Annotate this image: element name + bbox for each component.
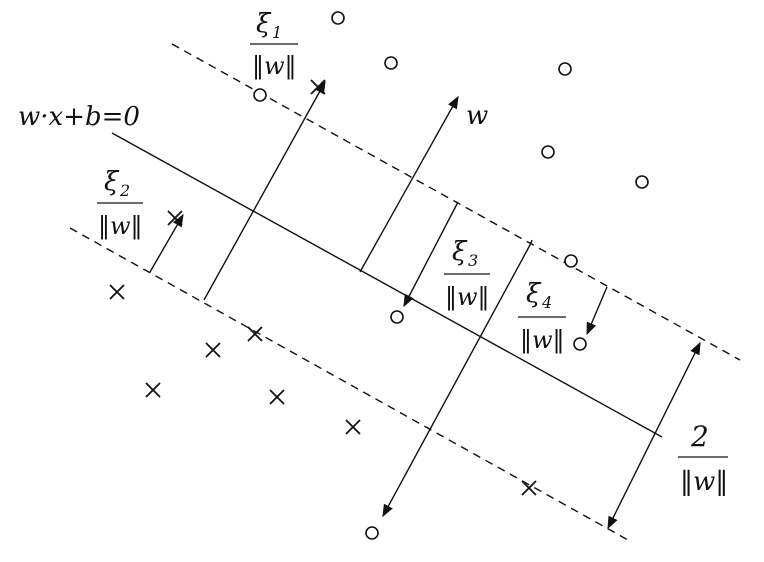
xi3-denominator: ‖w‖ — [445, 283, 490, 312]
circle-point — [390, 310, 404, 324]
circle-points — [253, 11, 649, 540]
circle-point — [541, 145, 555, 159]
circle-point — [573, 337, 587, 351]
hyperplane-label: w·x+b=0 — [18, 102, 140, 132]
xi2-fraction: ξ 2 ‖w‖ — [97, 167, 143, 241]
lower-margin-line — [69, 227, 629, 541]
normal-vector-w — [359, 95, 459, 273]
cross-point — [310, 79, 326, 95]
circle-point — [558, 62, 572, 76]
cross-point — [145, 382, 161, 398]
cross-point — [247, 326, 263, 342]
perpendicular-line-long — [382, 244, 531, 518]
xi3-slack-arrow — [403, 201, 459, 308]
xi3-subscript: 3 — [468, 251, 478, 270]
xi4-slack-arrow — [586, 286, 608, 336]
xi1-fraction: ξ 1 ‖w‖ — [250, 9, 298, 81]
perpendicular-line-stub — [529, 239, 533, 246]
xi3-fraction: ξ 3 ‖w‖ — [444, 237, 490, 312]
normal-vector-label: w — [466, 101, 488, 131]
xi4-fraction: ξ 4 ‖w‖ — [518, 279, 566, 355]
xi2-slack-arrow — [149, 213, 184, 273]
xi2-denominator: ‖w‖ — [98, 212, 143, 241]
cross-point — [109, 284, 125, 300]
separating-hyperplane — [111, 132, 663, 438]
xi2-numerator: ξ — [104, 167, 120, 197]
xi2-subscript: 2 — [119, 181, 130, 200]
circle-point — [253, 88, 267, 102]
xi4-subscript: 4 — [541, 293, 552, 312]
cross-point — [521, 480, 537, 496]
xi1-denominator: ‖w‖ — [252, 52, 297, 81]
circle-point — [365, 526, 379, 540]
upper-margin-line — [171, 43, 741, 361]
cross-point — [167, 210, 183, 226]
margin-denominator: ‖w‖ — [680, 467, 728, 497]
cross-point — [269, 389, 285, 405]
cross-point — [345, 419, 361, 435]
margin-numerator: 2 — [690, 420, 709, 453]
margin-fraction: 2 ‖w‖ — [678, 420, 728, 497]
xi4-numerator: ξ — [526, 279, 542, 309]
circle-point — [564, 254, 578, 268]
circle-point — [331, 11, 345, 25]
circle-point — [384, 56, 398, 70]
cross-point — [205, 342, 221, 358]
circle-point — [635, 175, 649, 189]
xi1-numerator: ξ — [256, 9, 272, 39]
xi3-numerator: ξ — [452, 237, 468, 267]
margin-width-arrow — [607, 341, 701, 530]
cross-points — [109, 79, 537, 496]
xi4-denominator: ‖w‖ — [520, 326, 565, 355]
xi1-subscript: 1 — [272, 23, 282, 42]
xi1-slack-arrow — [203, 80, 326, 301]
